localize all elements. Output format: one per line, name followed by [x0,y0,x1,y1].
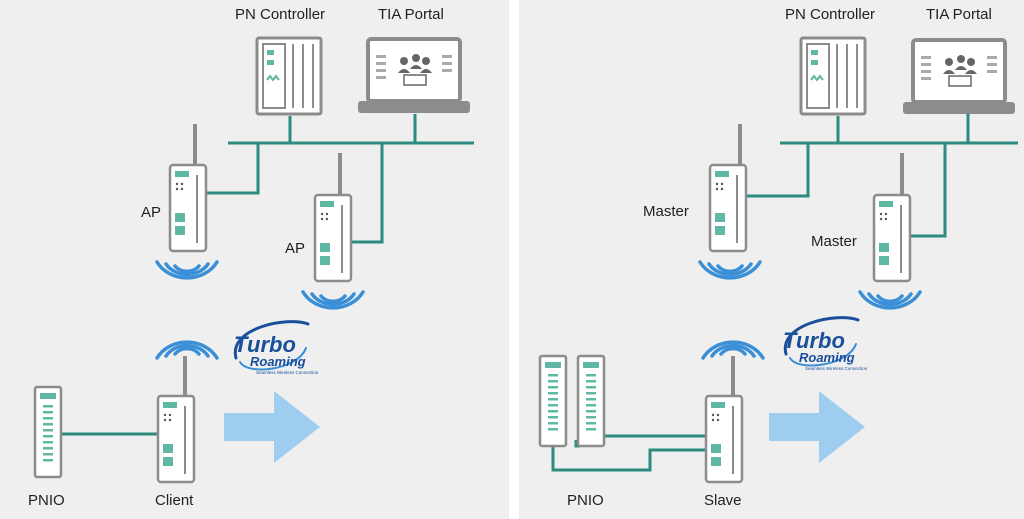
ap-upper-label: AP [141,204,162,221]
logo-tagline-text: Seamless Wireless Connection [805,366,868,371]
pnio-module-icon [33,385,63,479]
wifi-waves-icon [698,260,762,280]
logo-turbo-text: Turbo [783,328,845,353]
arrow-right-icon [224,391,320,463]
access-point-icon [708,163,748,253]
wifi-waves-icon [858,290,922,310]
turbo-roaming-logo: Turbo Roaming Seamless Wireless Connecti… [233,320,319,375]
laptop-icon [356,37,472,115]
turbo-roaming-logo: Turbo Roaming Seamless Wireless Connecti… [783,316,868,371]
pn-controller-icon [255,36,323,116]
pnio-label: PNIO [28,492,65,509]
pnio-module-icon [576,354,606,448]
logo-turbo-text: Turbo [234,332,296,357]
master-upper-label: Master [643,203,689,220]
client-device-icon [156,394,196,484]
right-network-lines [551,114,1018,472]
wifi-waves-icon [155,260,219,280]
pnio-label: PNIO [567,492,604,509]
left-network-lines [62,114,474,436]
wifi-waves-icon [155,340,219,360]
logo-tagline-text: Seamless Wireless Connection [256,370,319,375]
pn-controller-icon [799,36,867,116]
tia-portal-label: TIA Portal [378,6,444,23]
ap-lower-label: AP [285,240,306,257]
laptop-icon [901,38,1017,116]
slave-device-icon [704,394,744,484]
access-point-icon [872,193,912,283]
pnio-module-icon [538,354,568,448]
access-point-icon [313,193,353,283]
logo-roaming-text: Roaming [799,350,855,365]
master-lower-label: Master [811,233,857,250]
logo-roaming-text: Roaming [250,354,306,369]
tia-portal-label: TIA Portal [926,6,992,23]
wifi-waves-icon [301,290,365,310]
access-point-icon [168,163,208,253]
wifi-waves-icon [701,340,765,360]
slave-label: Slave [704,492,742,509]
pn-controller-label: PN Controller [785,6,876,23]
arrow-right-icon [769,391,865,463]
pn-controller-label: PN Controller [235,6,326,23]
client-label: Client [155,492,194,509]
